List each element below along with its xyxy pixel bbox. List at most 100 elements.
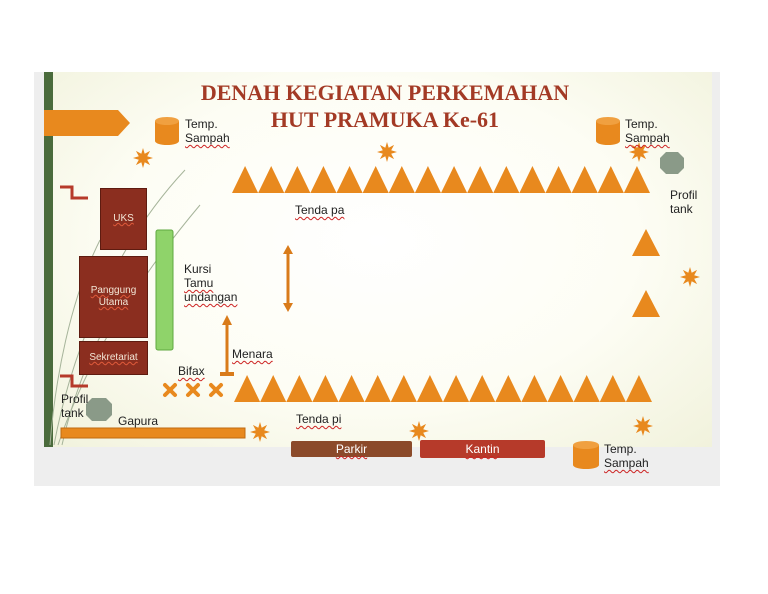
tent-icon [469,375,496,402]
sun-marker-icon [133,148,153,168]
trash-can-icon [155,117,179,145]
tent-icon [338,375,365,402]
trash-label-line: Sampah [604,456,649,470]
tent-icon [390,375,417,402]
gapura-label: Gapura [118,414,159,428]
sun-marker-icon [377,142,397,162]
trash-label-line: Sampah [625,131,670,145]
guest-seating [155,229,174,351]
step-marker-icon [60,185,88,200]
tenda-pa-row [232,166,650,193]
sun-marker-icon [629,142,649,162]
cross-marker-icon [163,383,177,397]
label-line: Profil [61,392,89,406]
tent-icon [284,166,311,193]
kursi-tamu-label: Kursi Tamu undangan [184,262,237,304]
tent-icon [632,229,660,256]
tent-icon [597,166,624,193]
tent-icon [443,375,470,402]
sun-marker-icon [409,421,429,441]
tent-icon [286,375,313,402]
tent-icon [467,166,494,193]
tent-icon [310,166,337,193]
uks-building: UKS [100,188,147,250]
sun-marker-icon [250,422,270,442]
label-line: Tamu [184,276,214,290]
tenda-pa-label: Tenda pa [295,203,345,217]
cross-marker-icon [186,383,200,397]
trash-label-line: Temp. [625,117,658,131]
tent-icon [260,375,287,402]
left-stripe [44,72,53,447]
tent-icon [547,375,574,402]
trash-can-icon [573,441,599,469]
label-line: Kursi [184,262,212,276]
tent-icon [632,290,660,317]
kantin-label: Kantin [465,442,500,456]
tent-icon [573,375,600,402]
tent-icon [599,375,626,402]
tent-icon [234,375,261,402]
sekretariat-building: Sekretariat [79,341,148,375]
sekretariat-label: Sekretariat [89,352,138,363]
parkir-label: Parkir [335,442,368,456]
tent-icon [625,375,652,402]
gapura-bar [60,427,246,439]
tent-icon [623,166,650,193]
label-line: Utama [98,297,129,308]
sun-marker-icon [680,267,700,287]
trash-label-line: Temp. [604,442,637,456]
tank-icon [86,398,112,421]
bifax-label: Bifax [178,364,205,378]
page-subtitle: HUT PRAMUKA Ke-61 [270,107,500,132]
label-line: tank [61,406,84,420]
tent-icon [441,166,468,193]
bifax-markers [163,383,223,397]
tent-icon [336,166,363,193]
tent-icon [571,166,598,193]
label-line: tank [670,202,693,216]
tenda-pi-label: Tenda pi [296,412,342,426]
tent-icon [521,375,548,402]
profil-tank-label-left: Profil tank [61,392,88,420]
label-line: undangan [184,290,238,304]
kantin-button[interactable]: Kantin [420,440,545,458]
page-title: DENAH KEGIATAN PERKEMAHAN [200,80,570,105]
panggung-label: Panggung Utama [91,285,137,309]
menara-arrow-icon [220,315,234,376]
tank-icon [660,152,684,174]
trash-label-top-left: Temp. Sampah [185,117,230,145]
trash-label-bottom: Temp. Sampah [604,442,649,470]
tent-icon [545,166,572,193]
menara-label: Menara [232,347,273,361]
trash-label-line: Temp. [185,117,218,131]
tent-icon [495,375,522,402]
cross-marker-icon [209,383,223,397]
tent-icon [414,166,441,193]
label-line: Profil [670,188,698,202]
label-line: Panggung [90,285,137,296]
arrow-icon [44,110,130,136]
tent-icon [493,166,520,193]
tent-icon [519,166,546,193]
tent-icon [312,375,339,402]
tent-icon [362,166,389,193]
tent-icon [388,166,415,193]
panggung-utama-building: Panggung Utama [79,256,148,338]
profil-tank-label-right: Profil tank [670,188,697,216]
tenda-pi-row [234,375,652,402]
uks-label: UKS [113,213,134,224]
sun-markers [133,142,700,442]
trash-label-line: Sampah [185,131,230,145]
double-arrow-icon [283,245,293,312]
tent-icon [258,166,285,193]
parkir-button[interactable]: Parkir [291,441,412,457]
tent-icon [364,375,391,402]
tent-icon [232,166,259,193]
trash-label-top-right: Temp. Sampah [625,117,670,145]
trash-can-icon [596,117,620,145]
step-marker-icon [60,374,88,388]
sun-marker-icon [633,416,653,436]
tent-icon [416,375,443,402]
